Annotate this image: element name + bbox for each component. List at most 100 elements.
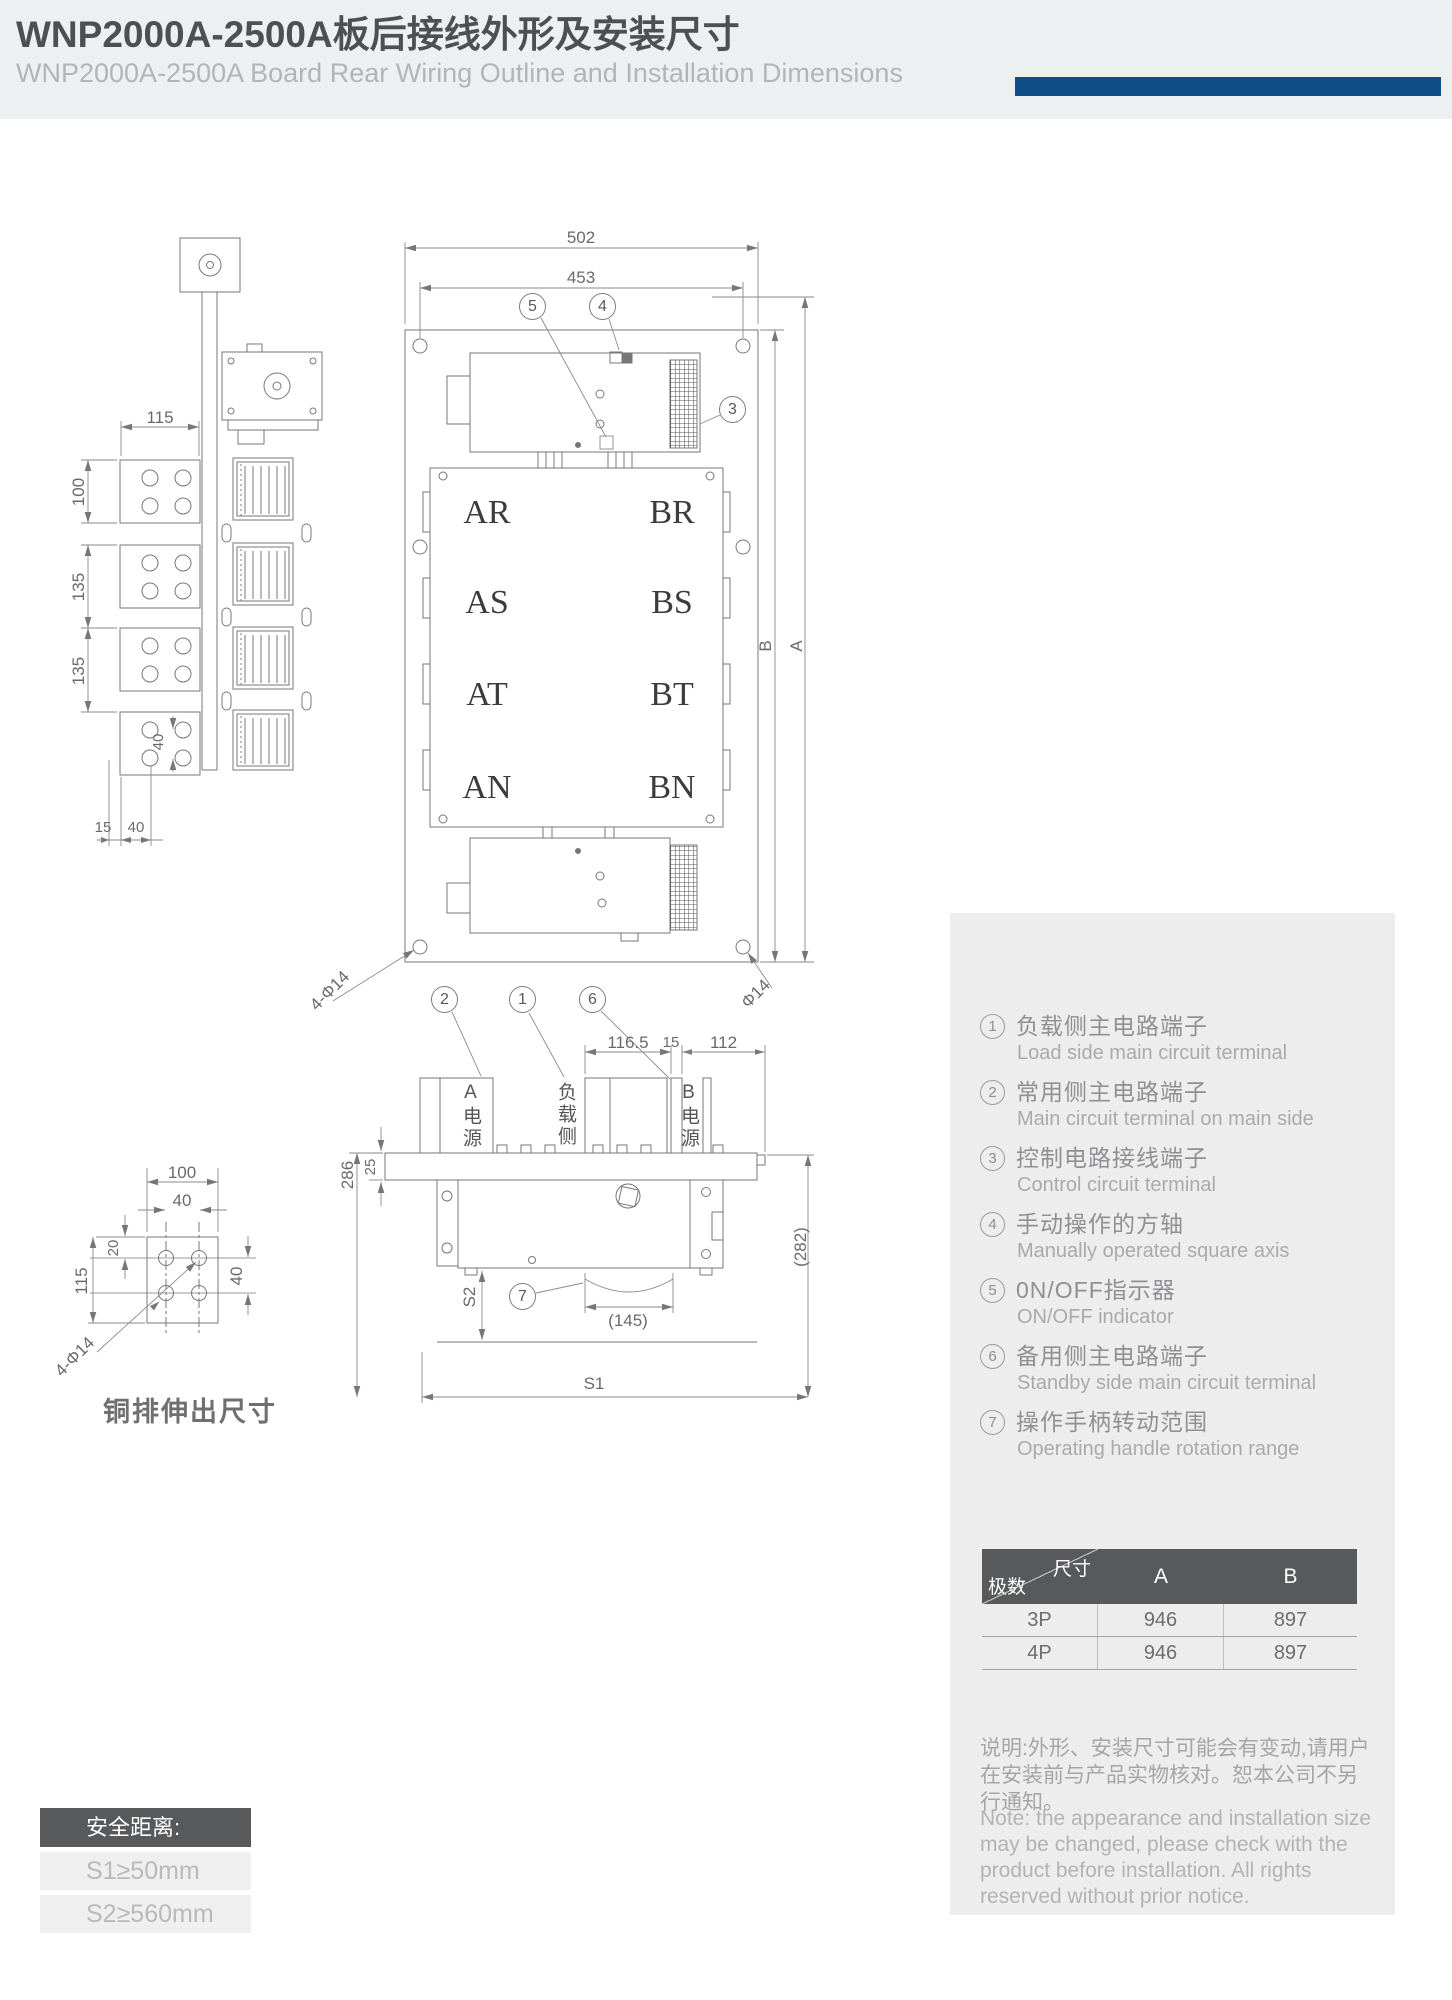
table-col-A: A bbox=[1153, 1564, 1168, 1588]
legend-num-7: 7 bbox=[980, 1409, 1005, 1435]
table-3P-B: 897 bbox=[1273, 1608, 1308, 1631]
front-dim-453: 453 bbox=[566, 268, 596, 287]
callout-2: 2 bbox=[431, 986, 458, 1013]
page-title: WNP2000A-2500A板后接线外形及安装尺寸 bbox=[16, 14, 740, 55]
label-a-power: A电源 bbox=[460, 1082, 481, 1150]
bottom-dim-25: 25 bbox=[362, 1158, 379, 1176]
accent-bar bbox=[1015, 77, 1441, 96]
callout-3-number: 3 bbox=[728, 400, 737, 418]
table-3P-A: 946 bbox=[1098, 1604, 1224, 1636]
label-load-side: 负载侧 bbox=[555, 1082, 576, 1148]
callout-7: 7 bbox=[509, 1283, 536, 1310]
callout-7-number: 7 bbox=[518, 1287, 527, 1305]
callout-3: 3 bbox=[719, 396, 746, 423]
busbar-detail-title: 铜排伸出尺寸 bbox=[103, 1397, 277, 1427]
table-row-4P: 4P 946 897 bbox=[982, 1637, 1357, 1670]
side-dim-40: 40 bbox=[150, 733, 167, 751]
legend-item-4: 4 手动操作的方轴 Manually operated square axis bbox=[980, 1211, 1380, 1263]
side-dim-15: 15 bbox=[94, 819, 112, 836]
terminal-label-AS: AS bbox=[465, 584, 509, 621]
bottom-view-dimensions bbox=[349, 1010, 814, 1403]
front-dim-502: 502 bbox=[566, 228, 596, 247]
safety-row-s1: S1≥50mm bbox=[40, 1852, 251, 1890]
page-subtitle: WNP2000A-2500A Board Rear Wiring Outline… bbox=[16, 58, 903, 88]
dimension-table-header: 尺寸 极数 A B bbox=[982, 1549, 1357, 1604]
side-view-linework bbox=[119, 237, 323, 776]
table-corner-poles: 极数 bbox=[988, 1577, 1027, 1598]
safety-row-s2: S2≥560mm bbox=[40, 1895, 251, 1933]
bottom-dim-15: 15 bbox=[662, 1034, 680, 1051]
bottom-dim-286: 286 bbox=[338, 1160, 357, 1190]
bottom-dim-S2: S2 bbox=[460, 1286, 479, 1308]
legend-en-7: Operating handle rotation range bbox=[1017, 1438, 1300, 1460]
legend-item-5: 5 0N/OFF指示器 ON/OFF indicator bbox=[980, 1277, 1380, 1329]
table-4P-A: 946 bbox=[1098, 1637, 1224, 1669]
front-dim-B: B bbox=[756, 640, 775, 652]
legend-en-3: Control circuit terminal bbox=[1017, 1174, 1216, 1196]
side-view-dimensions bbox=[81, 421, 200, 846]
terminal-label-BS: BS bbox=[651, 584, 693, 621]
legend-num-5: 5 bbox=[980, 1277, 1005, 1303]
legend-en-2: Main circuit terminal on main side bbox=[1017, 1108, 1314, 1130]
bottom-dim-112: 112 bbox=[709, 1033, 738, 1052]
callout-6-number: 6 bbox=[588, 990, 597, 1008]
legend-item-3: 3 控制电路接线端子 Control circuit terminal bbox=[980, 1145, 1380, 1197]
legend-num-3: 3 bbox=[980, 1145, 1005, 1171]
side-dim-135b: 135 bbox=[69, 656, 88, 686]
bottom-dim-S1: S1 bbox=[583, 1374, 605, 1393]
legend-num-2: 2 bbox=[980, 1079, 1005, 1105]
detail-dim-40b: 40 bbox=[227, 1266, 246, 1286]
note-zh: 说明:外形、安装尺寸可能会有变动,请用户在安装前与产品实物核对。恕本公司不另行通… bbox=[980, 1737, 1370, 1814]
detail-dim-115: 115 bbox=[72, 1267, 91, 1295]
callout-1-number: 1 bbox=[518, 990, 527, 1008]
detail-dim-20: 20 bbox=[105, 1239, 122, 1257]
legend-num-4: 4 bbox=[980, 1211, 1005, 1237]
terminal-label-AR: AR bbox=[463, 494, 511, 531]
bottom-dim-282: (282) bbox=[791, 1227, 810, 1267]
legend-en-4: Manually operated square axis bbox=[1017, 1240, 1290, 1262]
side-dim-135a: 135 bbox=[69, 572, 88, 602]
terminal-label-BN: BN bbox=[648, 769, 696, 806]
terminal-label-AN: AN bbox=[462, 769, 512, 806]
legend-zh-1: 负载侧主电路端子 bbox=[1016, 1013, 1208, 1039]
busbar-detail-dimensions bbox=[88, 1168, 252, 1353]
legend-zh-3: 控制电路接线端子 bbox=[1016, 1145, 1208, 1171]
side-dim-100: 100 bbox=[69, 477, 88, 507]
label-b-power: B电源 bbox=[678, 1082, 699, 1150]
terminal-label-BR: BR bbox=[649, 494, 695, 531]
detail-dim-40: 40 bbox=[172, 1191, 192, 1210]
front-view-linework bbox=[404, 329, 759, 963]
callout-4-number: 4 bbox=[598, 297, 607, 315]
table-corner-size: 尺寸 bbox=[1052, 1559, 1091, 1580]
legend-zh-4: 手动操作的方轴 bbox=[1016, 1211, 1184, 1237]
busbar-detail-linework bbox=[90, 1222, 256, 1335]
side-dim-40b: 40 bbox=[127, 819, 145, 836]
note-en: Note: the appearance and installation si… bbox=[980, 1807, 1372, 1908]
dimension-table: 尺寸 极数 A B 3P 946 897 4P 946 897 bbox=[982, 1549, 1357, 1670]
callout-6: 6 bbox=[579, 986, 606, 1013]
legend-item-6: 6 备用侧主电路端子 Standby side main circuit term… bbox=[980, 1343, 1380, 1395]
front-view-dimensions bbox=[332, 242, 814, 1002]
legend-num-1: 1 bbox=[980, 1013, 1005, 1039]
legend-zh-6: 备用侧主电路端子 bbox=[1016, 1343, 1208, 1369]
safety-header: 安全距离: bbox=[40, 1808, 251, 1847]
legend-en-6: Standby side main circuit terminal bbox=[1017, 1372, 1317, 1394]
callout-5: 5 bbox=[519, 293, 546, 320]
detail-dim-100: 100 bbox=[167, 1163, 197, 1182]
legend-num-6: 6 bbox=[980, 1343, 1005, 1369]
callout-5-number: 5 bbox=[528, 297, 537, 315]
table-corner-cell: 尺寸 极数 bbox=[982, 1549, 1098, 1604]
table-4P-poles: 4P bbox=[982, 1637, 1098, 1669]
table-row-3P: 3P 946 897 bbox=[982, 1604, 1357, 1637]
legend-zh-5: 0N/OFF指示器 bbox=[1016, 1277, 1176, 1303]
front-dim-A: A bbox=[787, 640, 806, 652]
terminal-label-AT: AT bbox=[466, 676, 508, 713]
terminal-label-BT: BT bbox=[650, 676, 694, 713]
legend-item-2: 2 常用侧主电路端子 Main circuit terminal on main … bbox=[980, 1079, 1380, 1131]
legend-en-5: ON/OFF indicator bbox=[1017, 1306, 1174, 1328]
legend-zh-2: 常用侧主电路端子 bbox=[1016, 1079, 1208, 1105]
